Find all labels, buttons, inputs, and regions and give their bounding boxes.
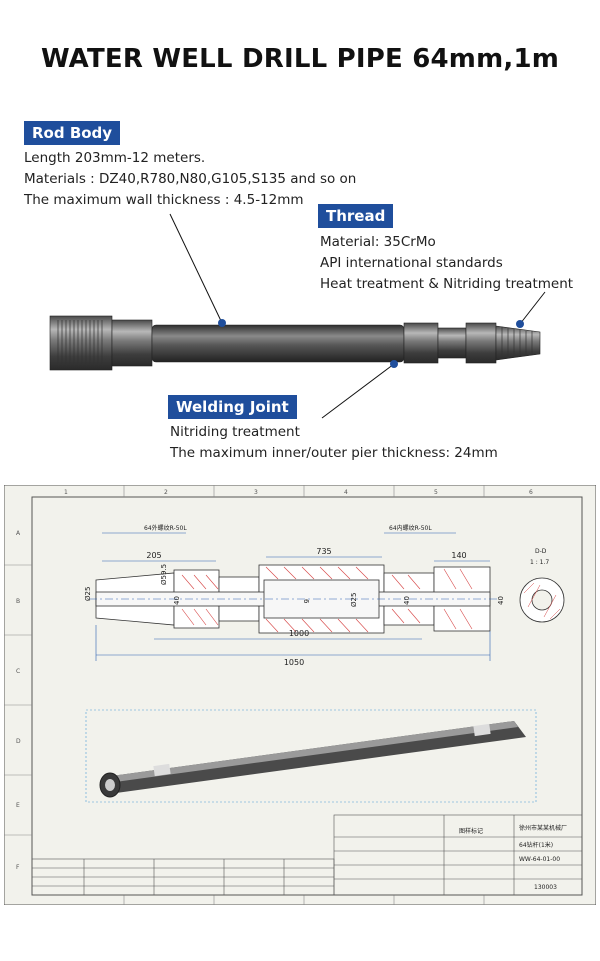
title-block-code: 130003 [534, 884, 557, 891]
thread-line: API international standards [320, 255, 503, 271]
pipe-collar-left [111, 319, 153, 367]
rod-body-dot [218, 319, 226, 327]
dim-dia25-left: Ø25 [84, 587, 92, 601]
engineering-drawing: 1 2 3 4 5 6 A B C D E F [4, 485, 596, 905]
title-block-drawing-no: WW-64-01-00 [519, 856, 560, 863]
pipe-box-end [49, 315, 113, 371]
thread-line: Heat treatment & Nitriding treatment [320, 276, 574, 292]
rod-body-line: Materials : DZ40,R780,N80,G105,S135 and … [24, 171, 357, 187]
dim-1050: 1050 [284, 658, 304, 667]
border-letter: E [16, 802, 20, 809]
pin-thread [495, 325, 541, 361]
drill-pipe-illustration [49, 213, 546, 419]
title-block-part-name: 64钻杆(1米) [519, 841, 553, 849]
thread-dot [516, 320, 524, 328]
thread-line: Material: 35CrMo [320, 234, 436, 250]
rendered-pipe [99, 721, 526, 798]
welding-leader [321, 363, 395, 419]
pin-thread-lines [501, 327, 533, 359]
rod-body-tag: Rod Body [24, 121, 121, 145]
border-number: 3 [254, 489, 258, 496]
dim-dia59: Ø59.5 [160, 564, 168, 585]
outer-thread-label: 64外螺纹R-50L [144, 524, 187, 532]
render-frame [85, 709, 537, 803]
border-letter: C [16, 668, 20, 675]
dim-735: 735 [316, 547, 331, 556]
rod-body-line: Length 203mm-12 meters. [24, 150, 206, 166]
border-letter: A [16, 530, 21, 537]
dim-205: 205 [146, 551, 161, 560]
section-dd: D-D 1 : 1.7 [519, 548, 565, 623]
dim-6: 6 [302, 599, 310, 604]
hatching [181, 566, 473, 633]
border-number: 1 [64, 489, 68, 496]
inner-thread-label: 64内螺纹R-50L [389, 524, 432, 532]
border-number: 4 [344, 489, 348, 496]
pipe-collar-right [403, 322, 439, 364]
title-block-material: 图样标记 [459, 827, 483, 835]
border-letter: B [16, 598, 20, 605]
pipe-body [151, 324, 405, 363]
rod-body-line: The maximum wall thickness : 4.5-12mm [24, 192, 304, 208]
thread-leader [519, 291, 546, 325]
dim-40-mid: 40 [403, 596, 411, 605]
dim-dia25-mid: Ø25 [350, 593, 358, 607]
dim-40-right: 40 [497, 596, 505, 605]
pipe-ring [465, 322, 497, 364]
thread-text: Material: 35CrMo API international stand… [320, 232, 573, 295]
section-label: D-D [535, 548, 547, 555]
border-number: 5 [434, 489, 438, 496]
welding-dot [390, 360, 398, 368]
rod-body-leader [169, 213, 223, 324]
welding-joint-tag: Welding Joint [168, 395, 297, 419]
border-number: 6 [529, 489, 533, 496]
rod-body-text: Length 203mm-12 meters. Materials : DZ40… [24, 148, 356, 211]
welding-joint-line: Nitriding treatment [170, 424, 300, 440]
thread-tag: Thread [318, 204, 394, 228]
welding-joint-line: The maximum inner/outer pier thickness: … [170, 445, 498, 461]
border-letter: D [16, 738, 21, 745]
welding-joint-text: Nitriding treatment The maximum inner/ou… [170, 422, 498, 464]
dim-140: 140 [451, 551, 466, 560]
dim-40-left: 40 [173, 596, 181, 605]
dim-1000: 1000 [289, 629, 309, 638]
pipe-groove [437, 327, 467, 359]
page-title: WATER WELL DRILL PIPE 64mm,1m [40, 44, 560, 74]
scale-label: 1 : 1.7 [530, 559, 549, 566]
border-letter: F [16, 864, 20, 871]
title-block-company: 徐州市某某机械厂 [519, 824, 567, 832]
border-number: 2 [164, 489, 168, 496]
title-block [31, 814, 583, 896]
box-thread [57, 320, 103, 366]
